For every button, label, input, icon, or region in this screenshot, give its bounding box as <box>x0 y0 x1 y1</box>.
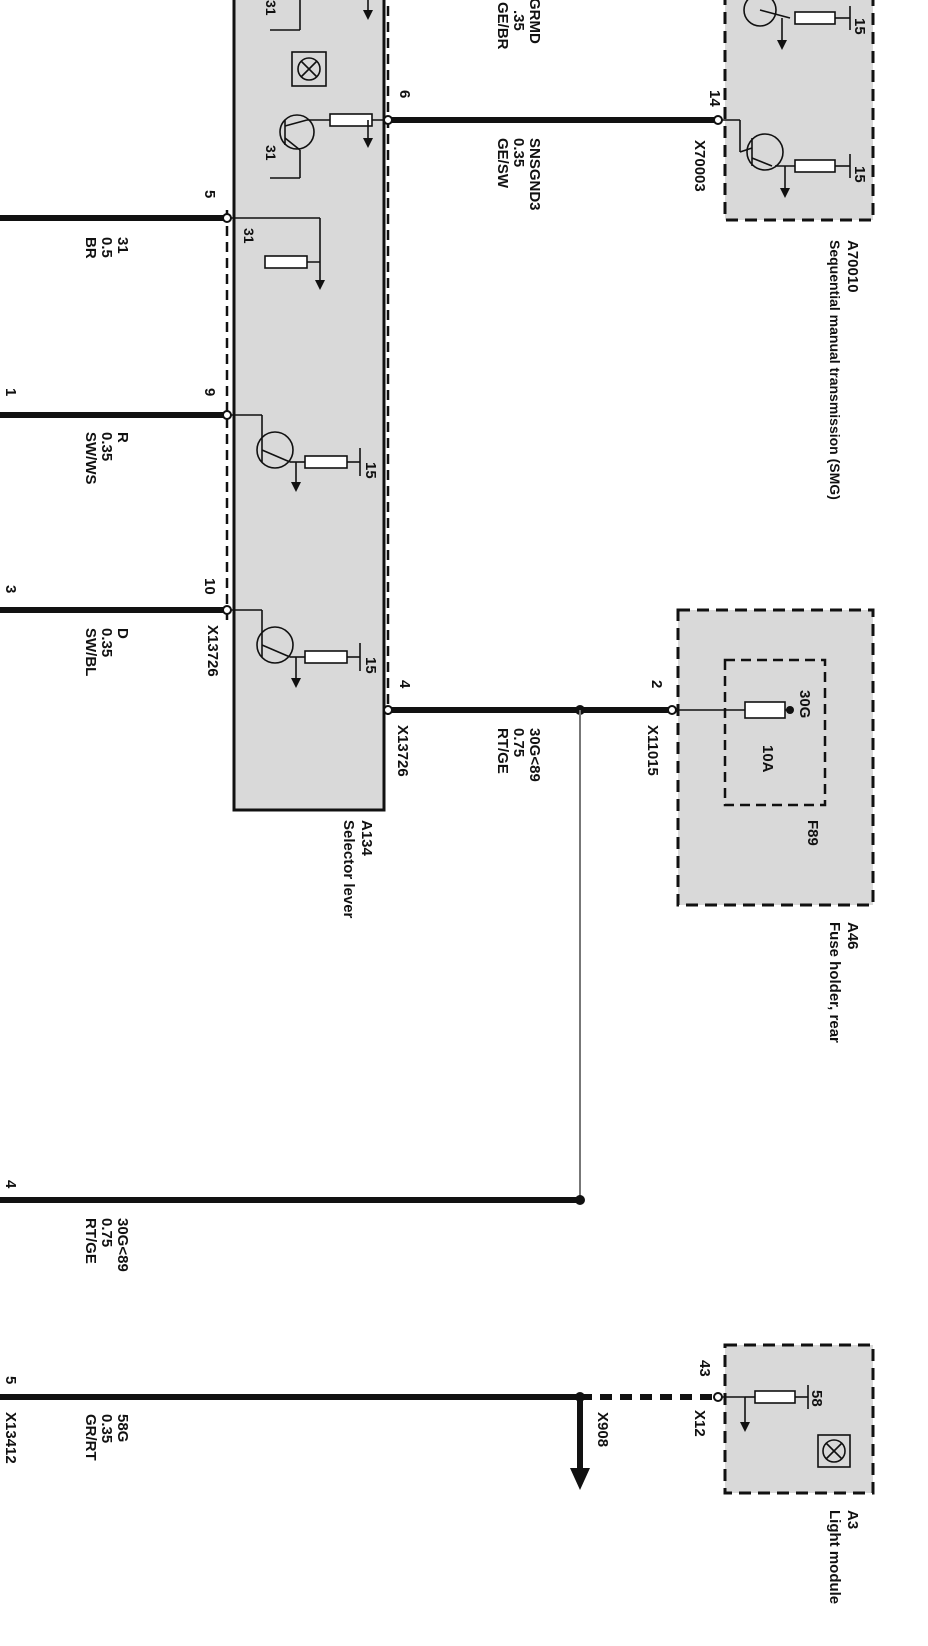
fuse-wire-gauge: 0.75 <box>510 728 527 757</box>
ground-color: BR <box>82 237 99 259</box>
top-gauge: .35 <box>510 10 527 31</box>
light-wire-color: GR/RT <box>82 1414 99 1461</box>
r-pin-right: 9 <box>201 388 218 396</box>
fuse-id-label: F89 <box>804 820 821 846</box>
snsgnd3-color: GE/SW <box>494 138 511 189</box>
snsgnd3-gauge: 0.35 <box>510 138 527 167</box>
selector-pin-6: 6 <box>396 90 413 98</box>
fuse-wire-signal: 30G<89 <box>526 728 543 782</box>
smg-supply-bottom-label: 15 <box>851 166 868 183</box>
light-connector-id: X12 <box>691 1410 708 1437</box>
smg-id: A70010 <box>844 240 861 293</box>
d-pin-right: 10 <box>201 578 218 595</box>
wire-labels: GRMD .35 GE/BR SNSGND3 0.35 GE/SW 5 31 0… <box>2 0 611 1464</box>
smg-connector-id: X70003 <box>691 140 708 192</box>
selector-ground-label-top: 31 <box>263 0 279 16</box>
light-pin-label: 43 <box>696 1360 713 1377</box>
x908-label: X908 <box>594 1412 611 1447</box>
fuse-holder-name: Fuse holder, rear <box>826 922 843 1043</box>
fuse-wire-color: RT/GE <box>494 728 511 774</box>
fuse-holder-id: A46 <box>844 922 861 950</box>
fuse-pin-label: 2 <box>648 680 665 688</box>
selector-pin-4: 4 <box>396 680 413 689</box>
ground-gauge: 0.5 <box>98 237 115 258</box>
d-gauge: 0.35 <box>98 628 115 657</box>
ground-signal: 31 <box>114 237 131 254</box>
d-pin-left: 3 <box>2 585 19 593</box>
light-supply-label: 58 <box>808 1390 825 1407</box>
x13412-id: X13412 <box>2 1412 19 1464</box>
fuse-rating-label: 10A <box>759 745 776 773</box>
selector-supply-d-label: 15 <box>362 657 379 674</box>
selector-supply-r-label: 15 <box>362 462 379 479</box>
wires <box>0 115 723 1490</box>
r-pin-left: 1 <box>2 388 19 396</box>
top-signal: GRMD <box>526 0 543 44</box>
smg-module: 15 15 14 X70003 A70010 Sequential manual… <box>691 0 875 500</box>
x13412-supply-gauge: 0.75 <box>98 1218 115 1247</box>
selector-name: Selector lever <box>340 820 357 919</box>
selector-lever-module: 31 31 31 <box>204 0 413 919</box>
light-wire-signal: 58G <box>114 1414 131 1442</box>
light-module: 58 43 X12 A3 Light module <box>691 1343 875 1604</box>
x13412-supply-signal: 30G<89 <box>114 1218 131 1272</box>
light-module-name: Light module <box>826 1510 843 1604</box>
x13412-pin4: 4 <box>2 1180 19 1189</box>
smg-supply-top-label: 15 <box>851 18 868 35</box>
r-signal: R <box>114 432 131 443</box>
smg-pin-label: 14 <box>706 90 723 107</box>
x908-arrow <box>570 1468 590 1490</box>
smg-name: Sequential manual transmission (SMG) <box>827 240 843 500</box>
x13412-supply-color: RT/GE <box>82 1218 99 1264</box>
selector-ground-label-3: 31 <box>241 228 257 244</box>
snsgnd3-signal: SNSGND3 <box>526 138 543 211</box>
selector-connector-left: X13726 <box>204 625 221 677</box>
r-color: SW/WS <box>82 432 99 485</box>
fuse-terminal-label: 30G <box>796 690 813 718</box>
light-pin5: 5 <box>2 1376 19 1384</box>
d-color: SW/BL <box>82 628 99 676</box>
top-color: GE/BR <box>494 2 511 50</box>
r-gauge: 0.35 <box>98 432 115 461</box>
selector-id: A134 <box>358 820 375 857</box>
selector-connector-right: X13726 <box>394 725 411 777</box>
fuse-holder-module: 30G 10A F89 2 X11015 A46 Fuse holder, re… <box>644 608 875 1043</box>
d-signal: D <box>114 628 131 639</box>
selector-ground-label-2: 31 <box>263 145 279 161</box>
fuse-connector-id: X11015 <box>644 725 661 776</box>
light-module-id: A3 <box>844 1510 861 1529</box>
light-wire-gauge: 0.35 <box>98 1414 115 1443</box>
ground-pin-right: 5 <box>201 190 218 198</box>
